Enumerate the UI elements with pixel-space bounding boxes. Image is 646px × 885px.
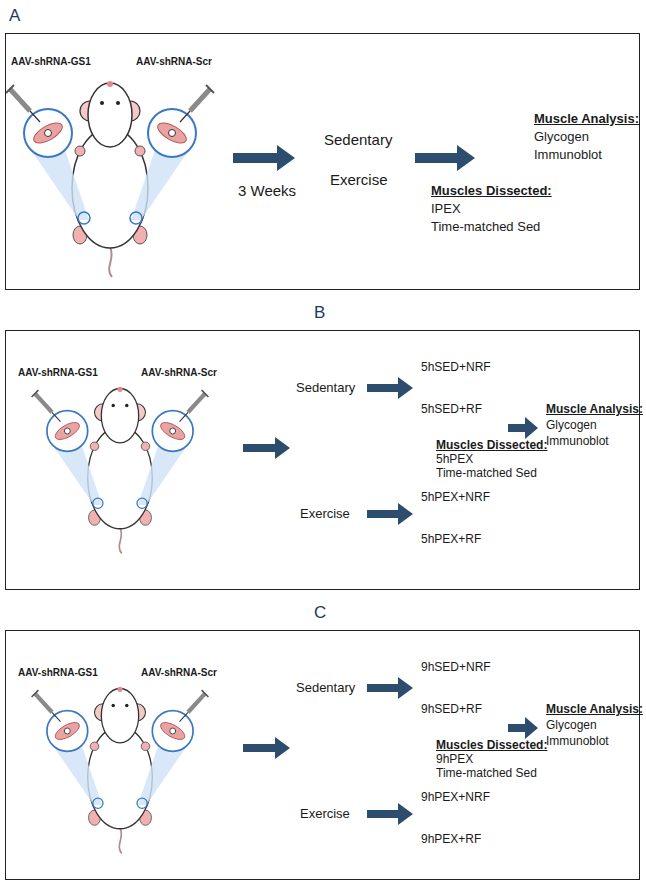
panel-a-art (6, 81, 475, 277)
panel-text: Glycogen (546, 719, 597, 733)
panel-text: Muscle Analysis: (534, 112, 639, 127)
panel-letter: B (314, 303, 325, 323)
panel-text: Sedentary (324, 131, 392, 148)
panel-text: 9hSED+RF (421, 703, 482, 717)
panel-text: AAV-shRNA-Scr (141, 667, 217, 679)
panel-text: AAV-shRNA-GS1 (18, 667, 98, 679)
panel-text: Exercise (300, 807, 350, 822)
panel-text: 5hSED+NRF (421, 361, 491, 375)
panel-letter: C (314, 603, 326, 623)
panel-text: IPEX (431, 202, 461, 217)
panel-text: 5hPEX+RF (421, 533, 481, 547)
panel-box: BAAV-shRNA-GS1AAV-shRNA-ScrSedentaryExer… (5, 330, 640, 590)
panel-text: AAV-shRNA-GS1 (18, 367, 98, 379)
panel-text: Time-matched Sed (436, 467, 537, 481)
panel-text: Time-matched Sed (436, 767, 537, 781)
panel-text: Glycogen (534, 130, 589, 145)
panel-text: Muscles Dissected: (436, 739, 547, 753)
panel-text: Immunoblot (546, 735, 609, 749)
panel-b-art (32, 377, 538, 553)
panel-text: 5hPEX+NRF (421, 491, 490, 505)
panel-text: Exercise (330, 171, 388, 188)
panel-text: AAV-shRNA-Scr (136, 56, 212, 68)
panel-text: AAV-shRNA-Scr (141, 367, 217, 379)
panel-text: Glycogen (546, 419, 597, 433)
panel-text: 5hPEX (436, 453, 473, 467)
panel-text: Muscles Dissected: (431, 184, 552, 199)
panel-text: Muscle Analysis: (546, 403, 643, 417)
panel-letter: A (9, 6, 20, 26)
panel-text: 9hPEX+RF (421, 833, 481, 847)
panel-text: Immunoblot (534, 148, 602, 163)
panel-c-art (32, 677, 538, 853)
panel-text: Muscles Dissected: (436, 439, 547, 453)
panel-text: 3 Weeks (238, 182, 296, 199)
panel-box: CAAV-shRNA-GS1AAV-shRNA-ScrSedentaryExer… (5, 630, 640, 880)
panel-text: Time-matched Sed (431, 220, 540, 235)
panel-text: 9hSED+NRF (421, 661, 491, 675)
panel-text: 9hPEX+NRF (421, 791, 490, 805)
panel-text: Immunoblot (546, 435, 609, 449)
panel-text: Exercise (300, 507, 350, 522)
panel-box: AAAV-shRNA-GS1AAV-shRNA-Scr3 WeeksSedent… (5, 33, 640, 290)
panel-text: Muscle Analysis: (546, 703, 643, 717)
panel-text: Sedentary (296, 381, 355, 396)
panel-text: AAV-shRNA-GS1 (11, 56, 91, 68)
panel-text: 9hPEX (436, 753, 473, 767)
panel-text: Sedentary (296, 681, 355, 696)
panel-text: 5hSED+RF (421, 403, 482, 417)
